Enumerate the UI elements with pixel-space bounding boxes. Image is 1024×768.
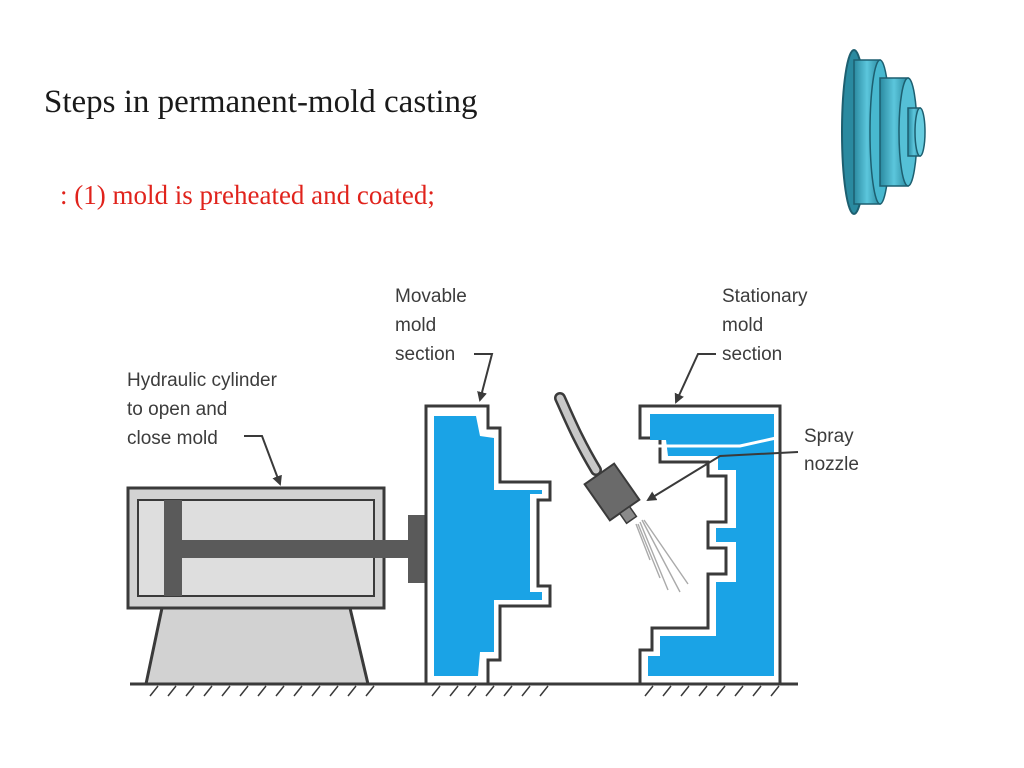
- svg-text:Stationary: Stationary: [722, 286, 808, 307]
- svg-text:Hydraulic cylinder: Hydraulic cylinder: [127, 370, 278, 391]
- label-line: section: [722, 344, 782, 365]
- svg-text:mold: mold: [395, 315, 436, 336]
- label-line: nozzle: [804, 454, 859, 475]
- hydraulic-cylinder: [126, 486, 426, 686]
- label-line: mold: [722, 315, 763, 336]
- slide-title: Steps in permanent-mold casting: [44, 84, 478, 120]
- label-line: to open and: [127, 399, 227, 420]
- label-spray-nozzle: Spray nozzle: [646, 426, 859, 502]
- label-line: section: [395, 344, 455, 365]
- ground: [130, 682, 798, 697]
- step-text: : (1) mold is preheated and coated;: [60, 180, 435, 210]
- svg-text:to open and: to open and: [127, 399, 227, 420]
- spray-nozzle: [554, 392, 689, 593]
- label-line: close mold: [127, 428, 218, 449]
- svg-text:Spray: Spray: [804, 426, 854, 447]
- label-movable-mold: Movable mold section: [395, 286, 494, 402]
- svg-text:close mold: close mold: [127, 428, 218, 449]
- svg-text:mold: mold: [722, 315, 763, 336]
- label-line: mold: [395, 315, 436, 336]
- label-hydraulic-cylinder: Hydraulic cylinder to open and close mol…: [127, 370, 282, 486]
- label-line: Movable: [395, 286, 467, 307]
- label-line: Stationary: [722, 286, 808, 307]
- stationary-mold-section: [638, 404, 782, 686]
- movable-mold-section: [424, 404, 552, 686]
- casting-pulley-icon: [841, 49, 926, 215]
- label-line: Hydraulic cylinder: [127, 370, 278, 391]
- svg-text:section: section: [722, 344, 782, 365]
- svg-text:Movable: Movable: [395, 286, 467, 307]
- label-line: Spray: [804, 426, 854, 447]
- svg-text:nozzle: nozzle: [804, 454, 859, 475]
- label-stationary-mold: Stationary mold section: [674, 286, 808, 404]
- svg-text:section: section: [395, 344, 455, 365]
